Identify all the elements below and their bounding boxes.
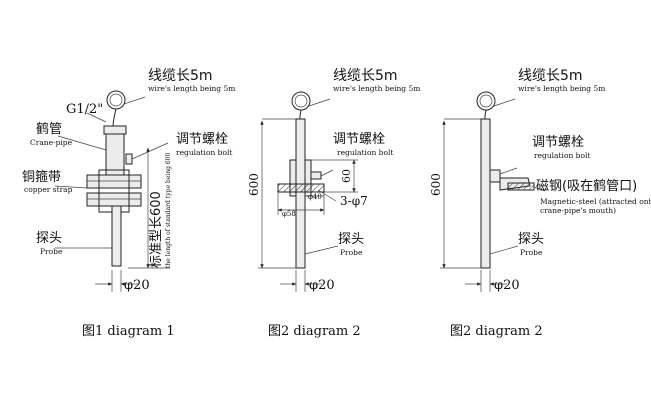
cable-length-label-en: wire's length being 5m xyxy=(148,84,235,93)
cable-length-label-en: wire's length being 5m xyxy=(518,84,605,93)
bolt-label-en: regulation bolt xyxy=(534,151,590,160)
diameter-label: φ20 xyxy=(124,278,150,293)
probe-body xyxy=(480,118,491,269)
bolt-label-zh: 调节螺栓 xyxy=(532,135,584,150)
caption-diagram-2: 图2 diagram 2 xyxy=(268,324,361,339)
diameter-dimension xyxy=(280,270,322,292)
copper-strap xyxy=(86,169,142,213)
magnet-label-zh: 磁钢(吸在鹤管口) xyxy=(536,178,637,194)
length-dimension xyxy=(128,147,170,269)
bolt-label-zh: 调节螺栓 xyxy=(176,132,228,147)
bolt-label-en: regulation bolt xyxy=(176,148,232,157)
diagram-2: 线缆长5m wire's length being 5m 调节螺栓 regula… xyxy=(247,68,420,339)
probe-label-zh: 探头 xyxy=(36,231,62,246)
flange-diameter-label: φ58 xyxy=(282,210,296,218)
strap-label-zh: 铜箍带 xyxy=(22,169,61,185)
diameter-label: φ20 xyxy=(309,278,335,293)
magnetic-clamp xyxy=(489,169,535,191)
length-label-en: the length of standard type being 600 xyxy=(165,153,172,268)
probe-label-en: Probe xyxy=(40,247,63,256)
probe-label-zh: 探头 xyxy=(518,232,544,247)
crane-pipe-label-zh: 鹤管 xyxy=(36,121,62,137)
cable-length-label-zh: 线缆长5m xyxy=(333,68,398,84)
holes-label: 3-φ7 xyxy=(340,194,368,208)
height-dimension xyxy=(258,120,296,269)
diameter-dimension xyxy=(95,270,138,292)
bracket-height-dimension xyxy=(311,159,358,193)
height-dimension xyxy=(440,120,481,269)
bolt-label-en: regulation bolt xyxy=(337,148,393,157)
diameter-dimension xyxy=(465,270,507,292)
diagram-1: 线缆长5m wire's length being 5m G1/2" 鹤管 Cr… xyxy=(22,68,235,339)
height-label: 600 xyxy=(247,173,261,196)
height-label: 600 xyxy=(429,173,443,196)
caption-diagram-1: 图1 diagram 1 xyxy=(82,324,175,339)
cable-length-label-zh: 线缆长5m xyxy=(148,68,213,84)
bolt-label-zh: 调节螺栓 xyxy=(333,132,385,147)
cable-length-label-en: wire's length being 5m xyxy=(333,84,420,93)
bracket-height-label: 60 xyxy=(340,169,353,183)
regulation-bolt xyxy=(125,142,169,165)
caption-diagram-3: 图2 diagram 2 xyxy=(450,324,543,339)
diameter-label: φ20 xyxy=(494,278,520,293)
crane-pipe xyxy=(103,125,127,176)
thread-label: G1/2" xyxy=(66,102,103,117)
cable-length-label-zh: 线缆长5m xyxy=(518,68,583,84)
flange-diameter-dimension xyxy=(277,192,325,215)
magnet-label-en-line1: Magnetic-steel (attracted onto xyxy=(540,197,651,206)
cable-coil xyxy=(106,90,146,133)
probe-body xyxy=(111,205,122,267)
probe-label-zh: 探头 xyxy=(338,232,364,247)
probe-body xyxy=(295,118,306,269)
probe-label-en: Probe xyxy=(520,248,543,257)
cable-coil xyxy=(476,91,516,126)
magnet-label-en-line2: crane-pipe's mouth) xyxy=(540,206,616,215)
length-label-zh: 标准型长600 xyxy=(149,191,164,268)
diagram-3: 线缆长5m wire's length being 5m 调节螺栓 regula… xyxy=(429,68,651,339)
crane-pipe-label-en: Crane-pipe xyxy=(30,138,73,147)
strap-label-en: copper strap xyxy=(24,185,73,194)
bolt-diameter-label: φ40 xyxy=(308,193,322,201)
probe-label-en: Probe xyxy=(340,248,363,257)
